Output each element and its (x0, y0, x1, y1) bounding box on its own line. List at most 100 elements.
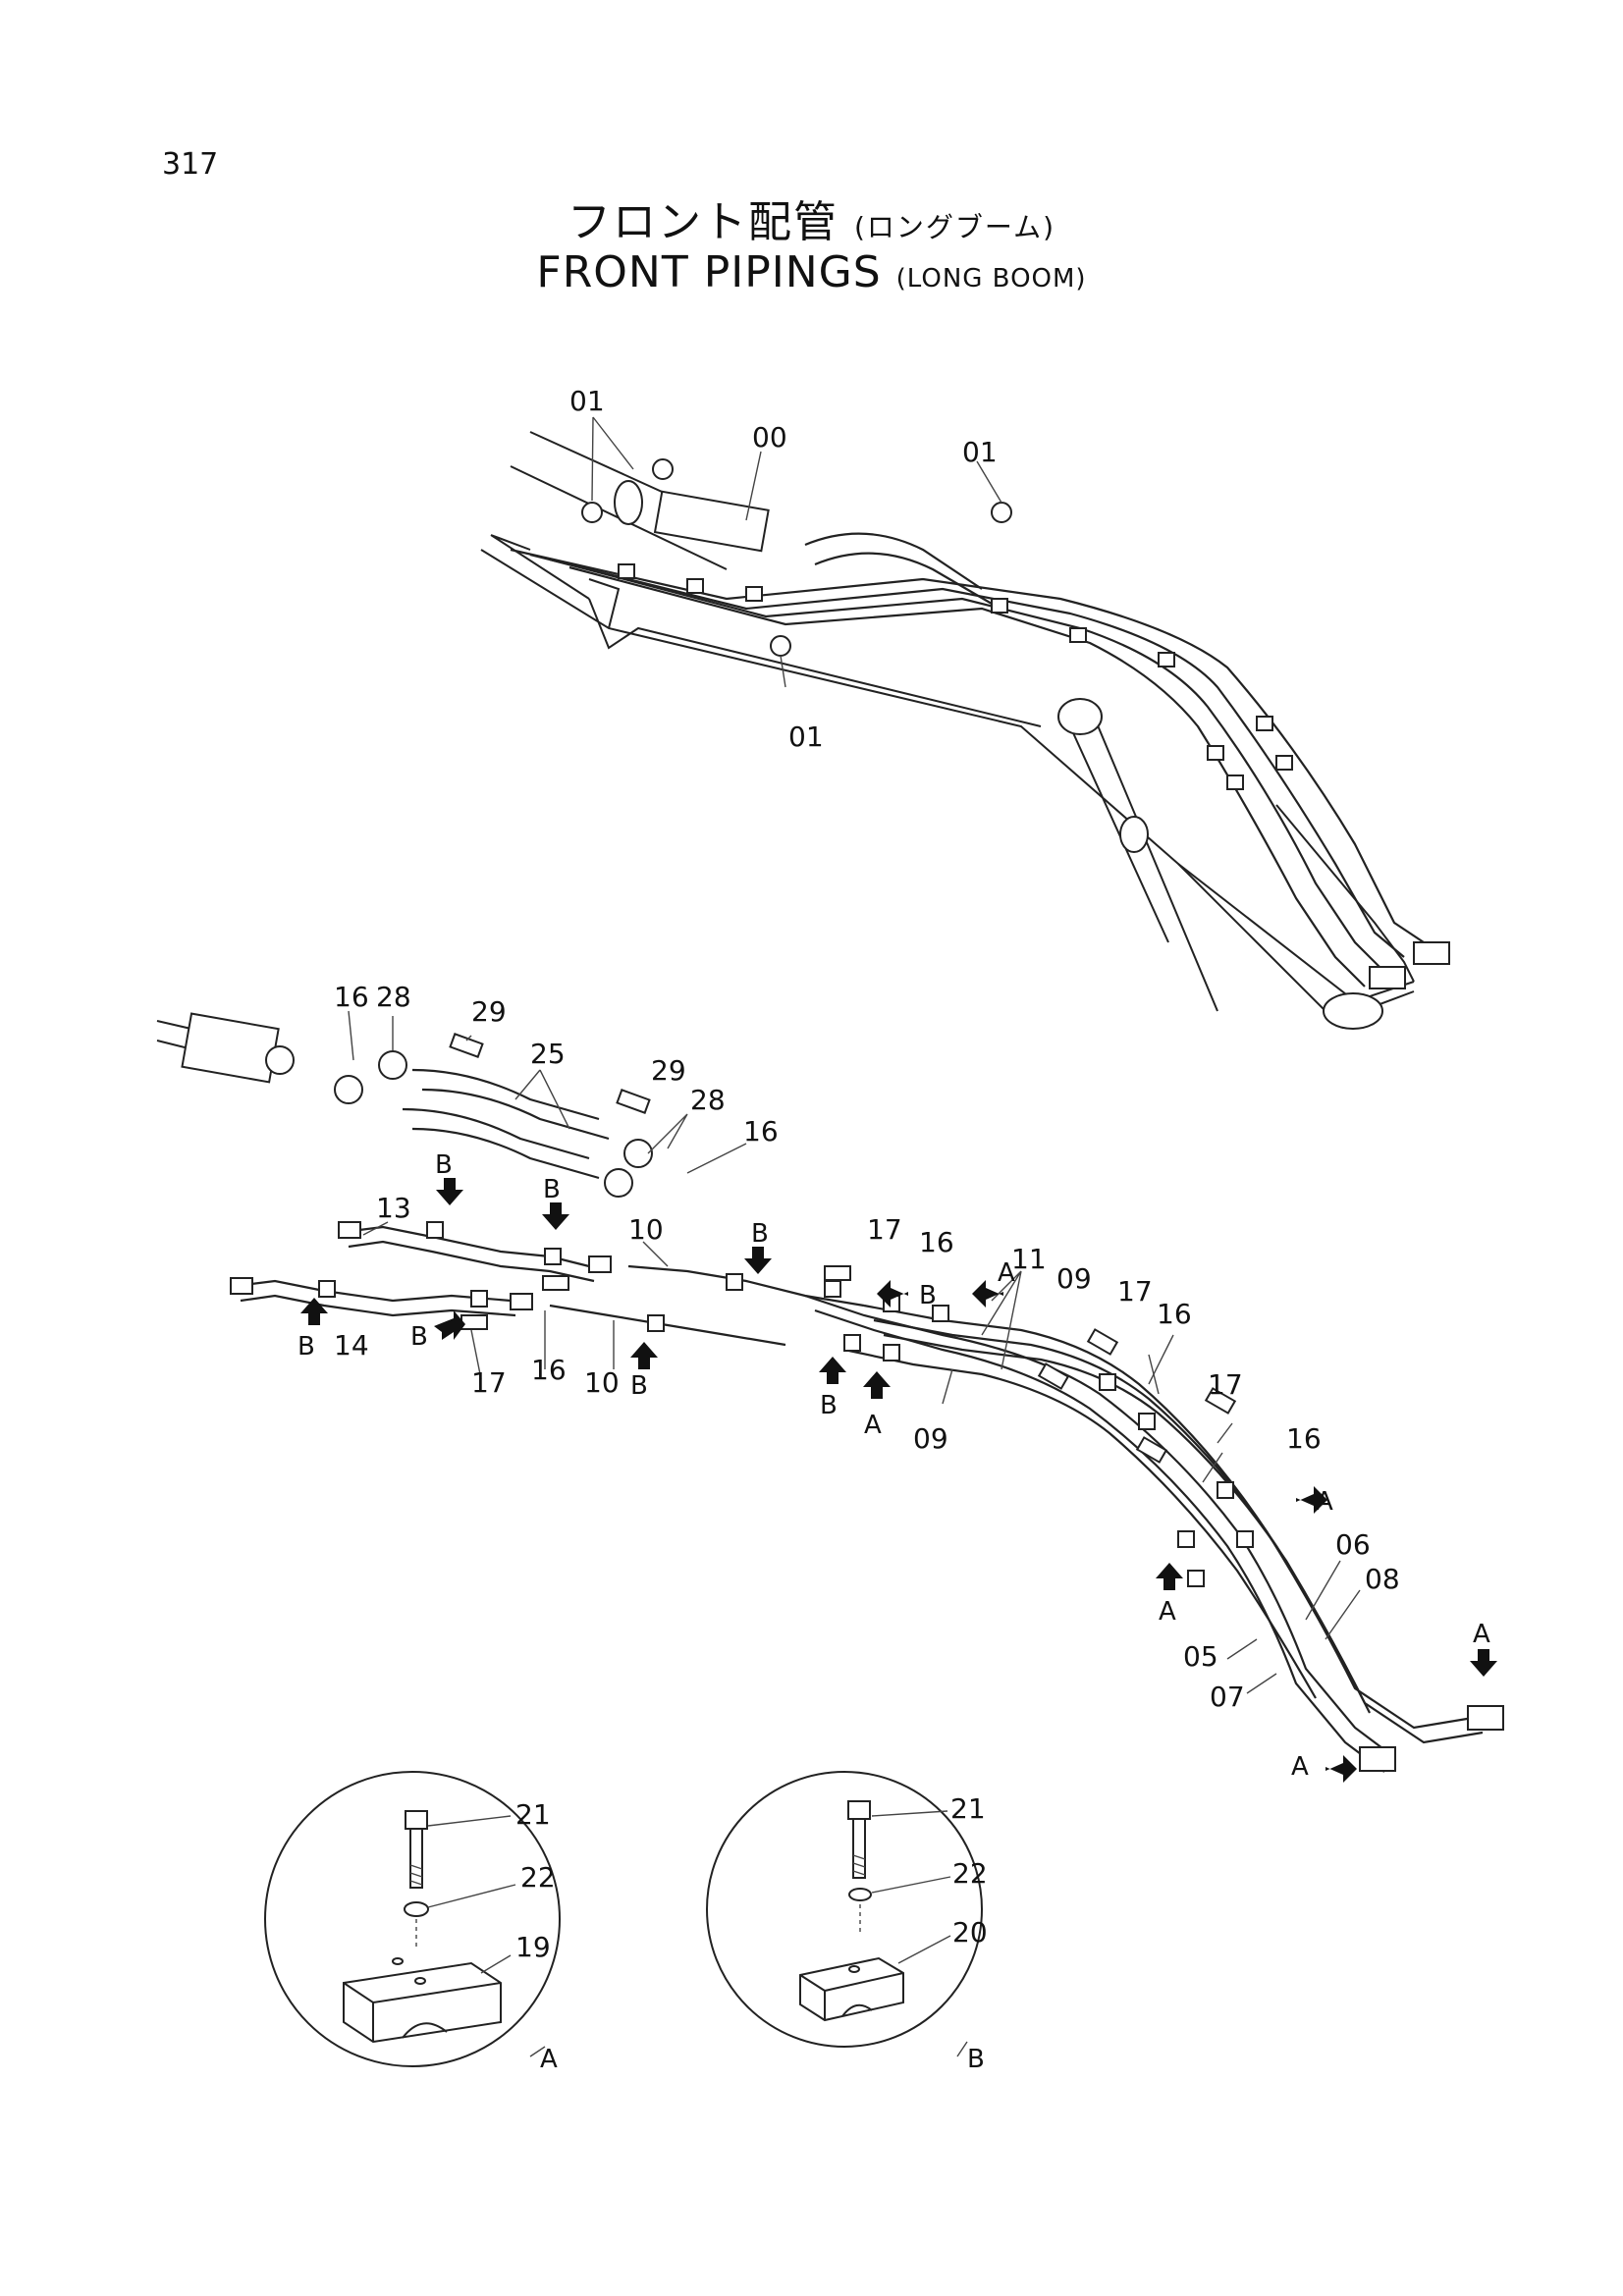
marker-b: B (298, 1332, 315, 1362)
label-25: 25 (530, 1038, 566, 1070)
flange-28-a (378, 1050, 407, 1080)
bolt-21-shank-b (852, 1818, 866, 1879)
flange-28-d (604, 1168, 633, 1198)
marker-a: A (1473, 1620, 1490, 1649)
label-16: 16 (743, 1115, 779, 1148)
top-clamps (618, 563, 1293, 790)
marker-b: B (435, 1150, 453, 1180)
top-boom-assembly (480, 416, 1450, 1030)
bolt-29-b (616, 1089, 651, 1114)
nut-01-a (652, 458, 674, 480)
marker-b: B (410, 1322, 428, 1352)
label-17: 17 (471, 1366, 507, 1399)
end-fitting-lower (1359, 1746, 1396, 1772)
detail-b (706, 1771, 983, 2057)
label-11: 11 (1011, 1243, 1047, 1275)
label-13: 13 (376, 1192, 411, 1224)
marker-a: A (1316, 1487, 1333, 1517)
washer-22-b (848, 1888, 872, 1901)
marker-b: B (630, 1371, 648, 1401)
label-16: 16 (1157, 1298, 1192, 1330)
label-20: 20 (952, 1916, 988, 1949)
label-21-a: 21 (515, 1798, 551, 1831)
label-16: 16 (531, 1354, 567, 1386)
bolt-17 (824, 1265, 851, 1281)
end-fitting-upper (1467, 1705, 1504, 1731)
label-19: 19 (515, 1931, 551, 1963)
bolt-17 (542, 1275, 569, 1291)
label-16: 16 (1286, 1422, 1322, 1455)
cylinder-body (653, 490, 770, 553)
label-22-a: 22 (520, 1861, 556, 1894)
cylinder-head (181, 1012, 280, 1084)
flange-28-c (623, 1139, 653, 1168)
bolt-21-shank (409, 1828, 423, 1889)
flange-28-b (334, 1075, 363, 1104)
end-fitting (1369, 966, 1406, 989)
title-jp-sub: (ロングブーム) (853, 211, 1055, 243)
label-09: 09 (913, 1422, 948, 1455)
clamp-19 (343, 1961, 502, 2044)
marker-a: A (864, 1411, 882, 1440)
marker-b: B (751, 1219, 769, 1249)
marker-a: A (1291, 1752, 1309, 1782)
bolt-29-a (449, 1033, 484, 1058)
nut-01-b (581, 502, 603, 523)
nut-01-d (770, 635, 791, 657)
marker-a: A (998, 1258, 1015, 1288)
label-00: 00 (752, 421, 787, 454)
end-fitting (1413, 941, 1450, 965)
label-06: 06 (1335, 1528, 1371, 1561)
label-10: 10 (584, 1366, 620, 1399)
label-21-b: 21 (950, 1792, 986, 1825)
bolt-17 (1135, 1436, 1168, 1464)
page-number: 317 (162, 147, 219, 182)
label-17: 17 (1117, 1275, 1153, 1308)
label-22-b: 22 (952, 1857, 988, 1890)
marker-a: A (1159, 1597, 1176, 1627)
bolt-17 (460, 1314, 488, 1330)
label-14: 14 (334, 1329, 369, 1362)
detail-a-circle (264, 1771, 561, 2067)
bolt-21-head-b (847, 1800, 871, 1820)
title-jp-main: フロント配管 (567, 197, 839, 247)
label-05: 05 (1183, 1640, 1218, 1673)
marker-b: B (919, 1281, 937, 1310)
title-en-main: FRONT PIPINGS (536, 247, 882, 297)
label-01-top-left: 01 (569, 385, 605, 417)
washer-22 (404, 1901, 429, 1917)
marker-b: B (820, 1391, 838, 1420)
label-29: 29 (471, 995, 507, 1028)
detail-b-label: B (967, 2045, 985, 2074)
label-08: 08 (1365, 1563, 1400, 1595)
label-07: 07 (1210, 1681, 1245, 1713)
title-en-sub: (LONG BOOM) (895, 264, 1087, 294)
label-01-bottom: 01 (788, 721, 824, 753)
detail-a-label: A (540, 2045, 558, 2074)
bolt-17 (1086, 1328, 1119, 1356)
label-17: 17 (867, 1213, 902, 1246)
label-10: 10 (628, 1213, 664, 1246)
label-29: 29 (651, 1054, 686, 1087)
label-28: 28 (690, 1084, 726, 1116)
label-16: 16 (919, 1226, 954, 1258)
cylinder-eye (1057, 698, 1103, 735)
bolt-17 (1037, 1362, 1070, 1390)
detail-a (264, 1771, 561, 2067)
label-17: 17 (1208, 1368, 1243, 1401)
bolt-17 (1204, 1387, 1237, 1415)
clamp-20 (799, 1956, 904, 2022)
marker-b: B (543, 1175, 561, 1204)
label-28: 28 (376, 981, 411, 1013)
middle-clamps (318, 1221, 1254, 1587)
label-16: 16 (334, 981, 369, 1013)
page-title-en: FRONT PIPINGS (LONG BOOM) (0, 247, 1623, 297)
nut-01-c (991, 502, 1012, 523)
bolt-21-head (405, 1810, 428, 1830)
label-09: 09 (1056, 1262, 1092, 1295)
page-title-jp: フロント配管 (ロングブーム) (0, 187, 1623, 249)
callout-arrows (300, 1178, 1497, 1783)
detail-b-circle (706, 1771, 983, 2048)
label-01-top-right: 01 (962, 436, 998, 468)
